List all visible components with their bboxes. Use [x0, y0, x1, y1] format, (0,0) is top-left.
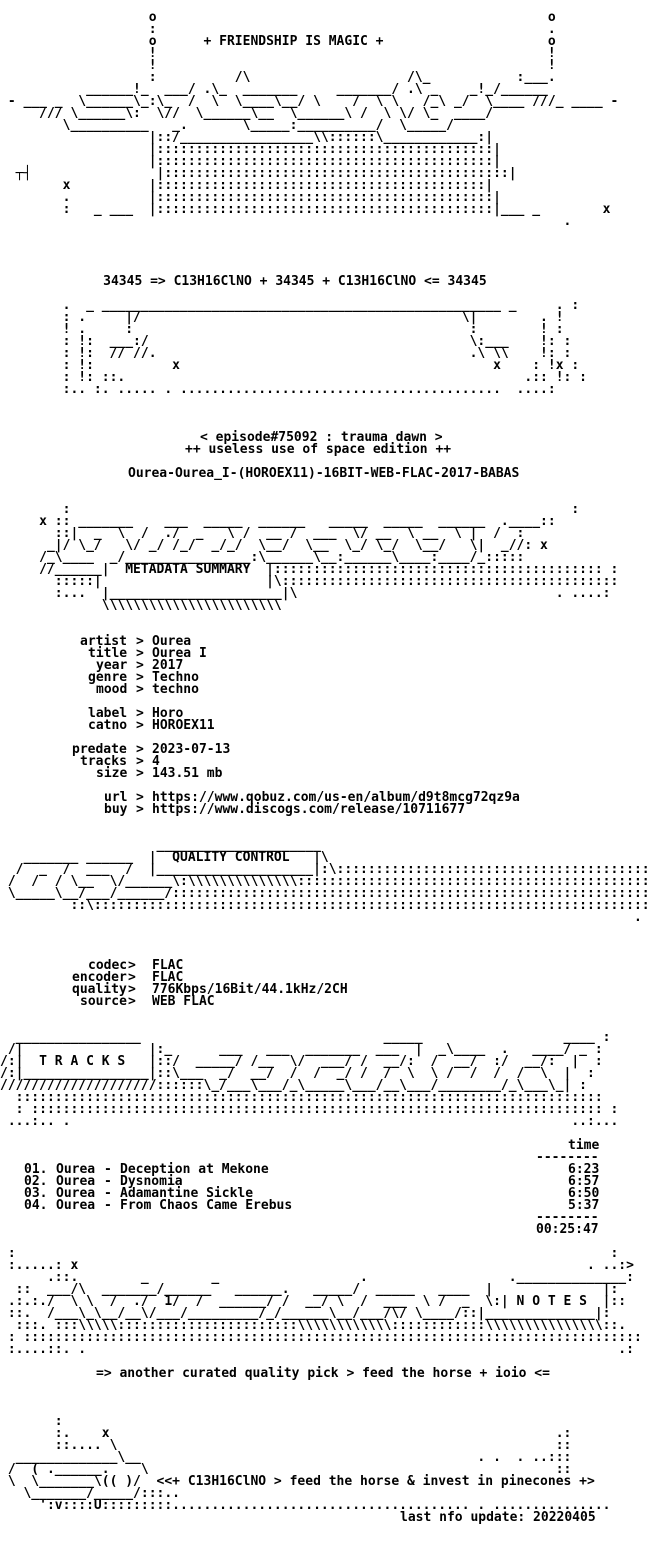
- mood-value: techno: [152, 682, 199, 697]
- track-dash: -: [104, 1198, 112, 1213]
- quality-control-banner: _____________________ _______ ______ | Q…: [7, 838, 648, 925]
- tracks-time-header: time: [568, 1138, 600, 1153]
- url-sep: >: [136, 790, 144, 805]
- buy-link[interactable]: https://www.discogs.com/release/10711677: [152, 802, 466, 817]
- track-dash: -: [104, 1162, 112, 1177]
- track-row: 01. Ourea - Deception at Mekone 6:23: [24, 1162, 604, 1177]
- track-time: 6:23: [568, 1162, 600, 1177]
- track-number: 01.: [24, 1162, 48, 1177]
- track-dash: -: [104, 1174, 112, 1189]
- metadata-summary-banner: : : x :: _______ ___ _____ ______ _____ …: [39, 502, 619, 613]
- artist-value: Ourea: [152, 634, 192, 649]
- lower-header-ascii-art: . _ ____________________________________…: [62, 298, 587, 397]
- size-label: size: [96, 766, 128, 781]
- url-label: url: [104, 790, 128, 805]
- genre-value: Techno: [152, 670, 199, 685]
- mood-sep: >: [136, 682, 144, 697]
- track-row: 03. Ourea - Adamantine Sickle 6:50: [24, 1186, 604, 1201]
- label-sep: >: [136, 706, 144, 721]
- tracks-sep: >: [136, 754, 144, 769]
- tracks-value: 4: [152, 754, 160, 769]
- tracks-rule-top: --------: [536, 1150, 599, 1165]
- track-row: 04. Ourea - From Chaos Came Erebus 5:37: [24, 1198, 604, 1213]
- quality-label: quality: [72, 982, 127, 997]
- predate-label: predate: [72, 742, 127, 757]
- catno-value: HOROEX11: [152, 718, 215, 733]
- episode-line: < episode#75092 : trauma dawn >: [200, 430, 443, 445]
- mood-label: mood: [96, 682, 128, 697]
- metadata-table: artist > Ourea title > Ourea I year > 20…: [72, 634, 632, 817]
- tracks-total-time: 00:25:47: [536, 1222, 599, 1237]
- codec-value: FLAC: [152, 958, 184, 973]
- label-value: Horo: [152, 706, 184, 721]
- quality-table: codec > FLAC encoder > FLAC quality > 77…: [72, 958, 472, 1009]
- release-name: Ourea-Ourea_I-(HOROEX11)-16BIT-WEB-FLAC-…: [128, 466, 520, 481]
- codec-sep: >: [128, 958, 136, 973]
- track-title: From Chaos Came Erebus: [120, 1198, 293, 1213]
- year-value: 2017: [152, 658, 184, 673]
- size-value: 143.51 mb: [152, 766, 223, 781]
- artist-label: artist: [80, 634, 127, 649]
- buy-sep: >: [136, 802, 144, 817]
- size-sep: >: [136, 766, 144, 781]
- track-dash: -: [104, 1186, 112, 1201]
- quality-sep: >: [128, 982, 136, 997]
- title-value: Ourea I: [152, 646, 207, 661]
- year-sep: >: [136, 658, 144, 673]
- encoder-sep: >: [128, 970, 136, 985]
- buy-label: buy: [104, 802, 128, 817]
- formula-line: 34345 => C13H16ClNO + 34345 + C13H16ClNO…: [64, 274, 487, 289]
- encoder-value: FLAC: [152, 970, 184, 985]
- genre-label: genre: [88, 670, 128, 685]
- track-time: 6:57: [568, 1174, 600, 1189]
- quality-value: 776Kbps/16Bit/44.1kHz/2CH: [152, 982, 348, 997]
- edition-line: ++ useless use of space edition ++: [185, 442, 452, 457]
- track-number: 02.: [24, 1174, 48, 1189]
- predate-value: 2023-07-13: [152, 742, 231, 757]
- source-label: source: [80, 994, 127, 1009]
- last-update-line: last nfo update: 20220405: [400, 1510, 596, 1525]
- tracks-banner: ________________ _____ ____ : /| |:_ ___…: [0, 1030, 619, 1129]
- encoder-label: encoder: [72, 970, 127, 985]
- track-time: 5:37: [568, 1198, 600, 1213]
- source-value: WEB FLAC: [152, 994, 215, 1009]
- track-list: 01. Ourea - Deception at Mekone 6:23 02.…: [24, 1162, 604, 1213]
- track-row: 02. Ourea - Dysnomia 6:57: [24, 1174, 604, 1189]
- track-title: Adamantine Sickle: [120, 1186, 254, 1201]
- track-title: Dysnomia: [120, 1174, 183, 1189]
- catno-sep: >: [136, 718, 144, 733]
- artist-sep: >: [136, 634, 144, 649]
- year-label: year: [96, 658, 128, 673]
- label-label: label: [88, 706, 128, 721]
- track-number: 04.: [24, 1198, 48, 1213]
- track-artist: Ourea: [56, 1174, 96, 1189]
- track-artist: Ourea: [56, 1162, 96, 1177]
- track-artist: Ourea: [56, 1186, 96, 1201]
- tracks-rule-bottom: --------: [536, 1210, 599, 1225]
- genre-sep: >: [136, 670, 144, 685]
- predate-sep: >: [136, 742, 144, 757]
- codec-label: codec: [88, 958, 128, 973]
- track-artist: Ourea: [56, 1198, 96, 1213]
- header-ascii-art: o o : . o + FRIENDSHIP IS MAGIC + o: [7, 10, 619, 229]
- title-sep: >: [136, 646, 144, 661]
- url-link[interactable]: https://www.qobuz.com/us-en/album/d9t8mc…: [152, 790, 520, 805]
- track-time: 6:50: [568, 1186, 600, 1201]
- title-label: title: [88, 646, 128, 661]
- catno-label: catno: [88, 718, 128, 733]
- tracks-label: tracks: [80, 754, 127, 769]
- track-title: Deception at Mekone: [120, 1162, 269, 1177]
- notes-line: => another curated quality pick > feed t…: [96, 1366, 550, 1381]
- source-sep: >: [128, 994, 136, 1009]
- footer-ascii-art: : :. x .: ::.... \ :: _____________\__: [7, 1414, 611, 1513]
- notes-banner: : : :.....: x . ..:> .::. _ _: [7, 1246, 642, 1357]
- track-number: 03.: [24, 1186, 48, 1201]
